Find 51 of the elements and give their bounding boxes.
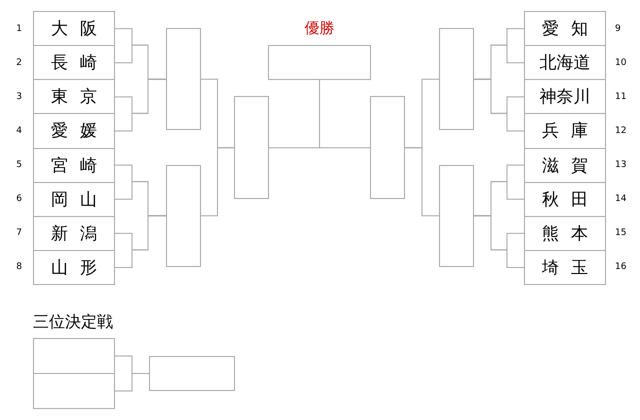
team-name: 山形 (50, 256, 110, 280)
seed-number: 3 (16, 92, 22, 102)
bracket-line (404, 147, 440, 216)
blank-box (234, 96, 269, 200)
blank-box (166, 164, 201, 267)
team-name: 宮崎 (50, 154, 110, 178)
seed-number: 9 (615, 24, 621, 34)
bracket-line (114, 215, 166, 268)
blank-box (149, 356, 235, 391)
seed-number: 14 (615, 194, 626, 204)
blank-box (166, 28, 201, 130)
team-name: 滋賀 (541, 154, 601, 178)
team-name: 岡山 (50, 188, 110, 212)
team-name: 新潟 (50, 222, 110, 246)
seed-number: 15 (615, 228, 626, 238)
seed-number: 7 (16, 228, 22, 238)
seed-number: 13 (615, 160, 626, 170)
seed-number: 1 (16, 24, 22, 34)
team-name: 兵庫 (541, 120, 601, 144)
seed-number: 6 (16, 194, 22, 204)
seed-number: 11 (615, 92, 626, 102)
seed-number: 12 (615, 126, 626, 136)
seed-number: 16 (615, 262, 626, 272)
team-name: 東京 (50, 86, 110, 110)
bracket-line (200, 147, 234, 216)
team-name: 長崎 (50, 52, 110, 76)
team-name: 熊本 (541, 222, 601, 246)
team-name: 愛知 (541, 18, 601, 42)
blank-box (439, 164, 474, 267)
section-heading: 三位決定戦 (33, 312, 113, 333)
seed-number: 10 (615, 58, 626, 68)
bracket-line (114, 78, 166, 132)
champion-label: 優勝 (304, 19, 336, 38)
seed-number: 8 (16, 262, 22, 272)
seed-number: 4 (16, 126, 22, 136)
bracket-line (474, 215, 524, 268)
team-name: 北海道 (538, 52, 592, 76)
team-name: 秋田 (541, 188, 601, 212)
bracket-line (474, 78, 524, 132)
team-name: 埼玉 (541, 256, 601, 280)
team-name: 愛媛 (50, 120, 110, 144)
team-name: 神奈川 (538, 86, 592, 110)
blank-box (33, 338, 115, 374)
team-name: 大阪 (50, 18, 110, 42)
bracket-line (114, 373, 150, 392)
blank-box (370, 96, 405, 200)
blank-box (439, 28, 474, 130)
bracket-line (319, 80, 370, 148)
seed-number: 2 (16, 58, 22, 68)
seed-number: 5 (16, 160, 22, 170)
blank-box (33, 373, 115, 409)
